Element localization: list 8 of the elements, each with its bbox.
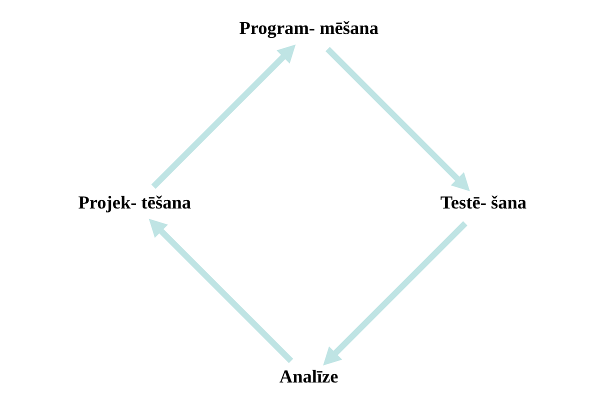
node-text: Projek- tēšana <box>78 192 192 212</box>
arrow <box>323 221 468 366</box>
node-text: Analīze <box>279 366 338 387</box>
node-text: Program- mēšana <box>239 18 378 38</box>
node-text: Testē- šana <box>440 192 527 212</box>
arrow <box>326 46 470 192</box>
arrow <box>151 44 296 189</box>
arrow <box>148 218 294 364</box>
